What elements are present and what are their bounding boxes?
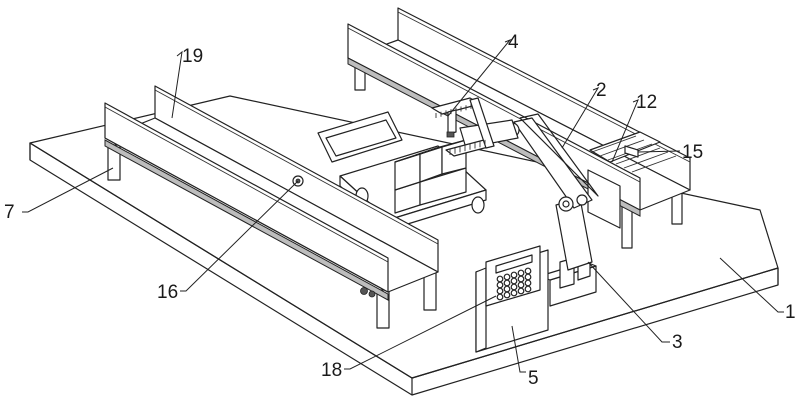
callout-15: 15 bbox=[682, 142, 703, 163]
control-box-side bbox=[475, 267, 487, 353]
leader-2 bbox=[561, 86, 600, 149]
transfer-roller-lines bbox=[591, 135, 677, 173]
keypad-key bbox=[510, 277, 518, 285]
leader-12 bbox=[611, 99, 639, 163]
keypad-key bbox=[503, 291, 511, 299]
robotic-arm bbox=[431, 97, 599, 307]
leader-1 bbox=[719, 257, 784, 313]
callout-19: 19 bbox=[182, 46, 203, 67]
callout-16: 16 bbox=[157, 282, 178, 303]
arm-elbow-bolt bbox=[562, 200, 570, 208]
keypad-key bbox=[524, 267, 532, 275]
keypad-key bbox=[510, 271, 518, 279]
gripper-frame bbox=[469, 97, 495, 149]
leader-3 bbox=[587, 261, 670, 343]
callout-18: 18 bbox=[321, 360, 342, 381]
keypad-key bbox=[524, 273, 532, 281]
keypad-key bbox=[524, 285, 532, 293]
leader-5 bbox=[511, 325, 526, 373]
callout-labels: 19 4 2 12 15 7 16 1 3 18 5 bbox=[4, 32, 796, 389]
transfer-roller-line bbox=[591, 135, 637, 153]
keypad-key bbox=[496, 293, 504, 301]
keypad-key bbox=[517, 281, 525, 289]
leader-18 bbox=[344, 295, 497, 370]
keypad-key bbox=[503, 285, 511, 293]
rail-end-bolt bbox=[360, 287, 368, 295]
leader-4 bbox=[447, 38, 512, 117]
keypad-key bbox=[496, 275, 504, 283]
cargo-box bbox=[419, 167, 467, 206]
leader-7 bbox=[22, 167, 114, 213]
transfer-roller-line bbox=[631, 155, 677, 173]
sensor-15 bbox=[624, 145, 639, 158]
front-conveyor bbox=[104, 85, 439, 329]
front-conveyor-front-wall bbox=[104, 102, 389, 293]
callout-3: 3 bbox=[672, 332, 683, 353]
leader-16 bbox=[180, 180, 299, 292]
keypad-key bbox=[517, 275, 525, 283]
callout-2: 2 bbox=[596, 80, 607, 101]
keypad-key bbox=[496, 281, 504, 289]
leader-15 bbox=[637, 150, 681, 153]
keypad-display bbox=[495, 254, 533, 274]
callout-7: 7 bbox=[4, 202, 15, 223]
callout-1: 1 bbox=[785, 302, 796, 323]
transfer-roller-line bbox=[623, 151, 669, 169]
keypad-key bbox=[510, 289, 518, 297]
keypad-key bbox=[496, 287, 504, 295]
leader-lines bbox=[22, 38, 784, 373]
keypad-key bbox=[524, 279, 532, 287]
leader-19 bbox=[171, 50, 183, 119]
transfer-roller-line bbox=[599, 139, 645, 157]
keypad-key bbox=[517, 269, 525, 277]
cargo-boxes bbox=[394, 139, 467, 214]
rail-end-bolt bbox=[368, 290, 376, 298]
keypad-key bbox=[503, 279, 511, 287]
keypad-key bbox=[517, 287, 525, 295]
keypad-keys bbox=[496, 267, 532, 301]
callout-4: 4 bbox=[508, 32, 519, 53]
cart-back-panel bbox=[317, 111, 403, 163]
gripper-stem bbox=[447, 109, 457, 135]
front-conveyor-rail bbox=[104, 139, 389, 301]
control-box-5 bbox=[475, 245, 549, 353]
front-conveyor-leg bbox=[376, 289, 390, 329]
callout-5: 5 bbox=[528, 368, 539, 389]
keypad-key bbox=[503, 273, 511, 281]
callout-12: 12 bbox=[636, 92, 657, 113]
gripper-4 bbox=[431, 97, 495, 157]
keypad-key bbox=[510, 283, 518, 291]
gripper-connector bbox=[446, 131, 455, 138]
arm-upper-link bbox=[513, 117, 593, 209]
cart-wheel bbox=[471, 196, 485, 214]
